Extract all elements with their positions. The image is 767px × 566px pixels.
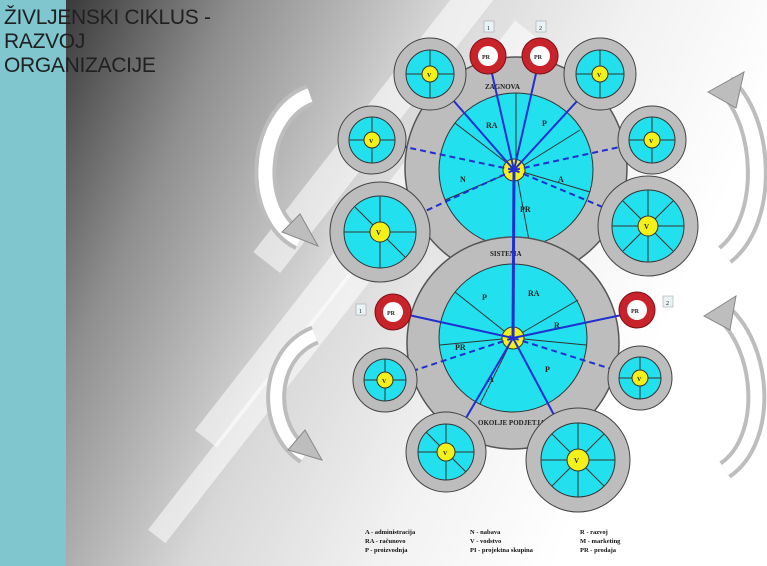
satellite-center-v: V [376,229,381,237]
top-ring-label: ZAGNOVA [485,83,520,91]
title-line-3: ORGANIZACIJE [4,54,156,77]
bottom-seg-p2: P [545,365,550,374]
top-seg-p: P [542,119,547,128]
bottom-seg-pr: PR [455,343,466,352]
bottom-seg-a: A [488,375,494,384]
title-line-2: RAZVOJ [4,30,86,53]
pr-ring-top-right: PR 2 [521,20,559,75]
pr-label: PR [387,311,396,317]
satellite-left-upper: V [337,105,407,175]
satellite-right-lower: V [607,345,673,411]
satellite-bottom-right: V [525,407,631,513]
satellite-top-left: V [393,37,467,111]
legend-col-2: N - nabava V - vodstvo PI - projektna sk… [470,528,533,555]
legend-item: PI - projektna skupina [470,547,533,554]
side-number-2: 2 [666,301,669,307]
top-seg-ra: RA [486,121,498,130]
top-seg-n: N [460,175,466,184]
legend-item: PR - prodaja [580,547,616,554]
satellite-center-v: V [637,377,642,383]
legend-item: V - vodstvo [470,538,502,545]
curved-arrow-left-bottom [266,325,324,464]
title-line-1: ŽIVLJENSKI CIKLUS - [4,6,211,29]
bottom-ring-label: OKOLJE PODJETJA [478,419,545,427]
slide-title: ŽIVLJENSKI CIKLUS - RAZVOJ ORGANIZACIJE [4,6,284,78]
pr-ring-side-left: PR 1 [355,293,412,331]
legend-col-3: R - razvoj M - marketing PR - prodaja [580,528,620,555]
satellite-left-large: V [329,181,431,283]
bottom-seg-p1: P [482,293,487,302]
satellite-center-v: V [644,223,649,231]
pr-ring-top-left: PR 1 [469,20,507,75]
curved-arrow-right-bottom [703,294,767,479]
curved-arrow-left-top [254,84,320,250]
bottom-seg-ra: RA [528,289,540,298]
legend-item: M - marketing [580,538,621,545]
satellite-top-right: V [563,37,637,111]
side-number-1: 1 [359,309,362,315]
satellite-center-v: V [597,73,602,79]
top-seg-a: A [558,175,564,184]
satellite-center-v: V [574,457,579,465]
legend-item: N - nabava [470,529,501,536]
middle-label: SISTEMA [490,250,522,258]
left-accent-bar [0,0,66,566]
satellite-left-lower: V [352,347,418,413]
pr-label: PR [482,55,491,61]
satellite-center-v: V [443,451,448,457]
satellite-bottom-left: V [405,411,487,493]
legend-item: RA - računovo [365,538,406,545]
legend-item: R - razvoj [580,529,608,536]
top-number-2: 2 [539,26,542,32]
satellite-center-v: V [369,139,374,145]
pr-label: PR [534,55,543,61]
legend-item: P - proizvodnja [365,547,408,554]
top-number-1: 1 [487,26,490,32]
bottom-seg-r: R [554,321,560,330]
satellite-circles: V V V [329,37,699,513]
curved-arrow-right-top [706,71,767,264]
legend-col-1: A - administracija RA - računovo P - pro… [365,528,415,555]
satellite-center-v: V [649,139,654,145]
satellite-right-large: V [597,175,699,277]
top-seg-pr: PR [520,205,531,214]
satellite-center-v: V [427,73,432,79]
satellite-right-upper: V [617,105,687,175]
satellite-center-v: V [382,379,387,385]
legend-item: A - administracija [365,529,416,536]
pr-ring-side-right: PR 2 [618,291,674,329]
pr-label: PR [631,309,640,315]
